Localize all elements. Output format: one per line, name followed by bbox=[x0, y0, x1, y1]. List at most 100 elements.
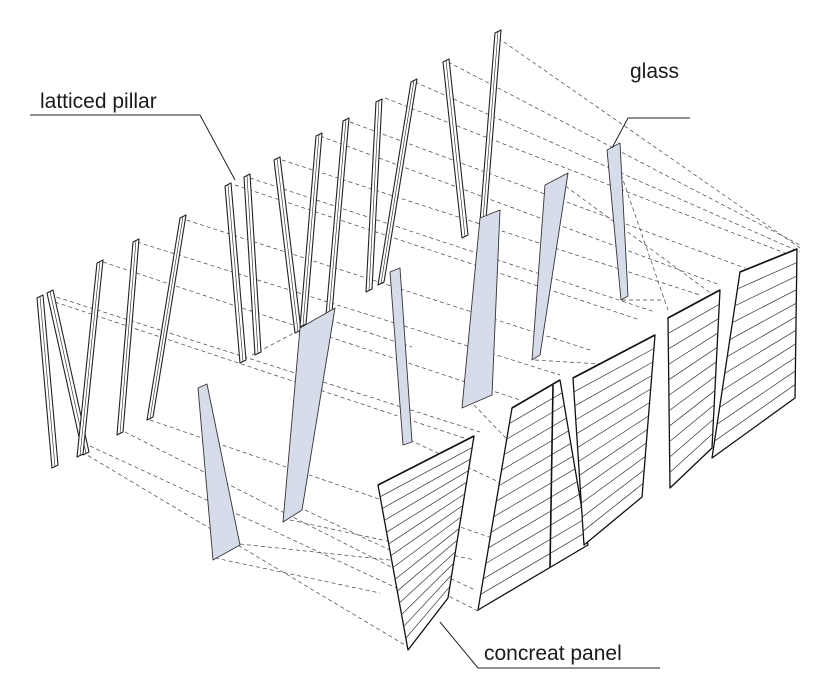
pillar-lattice-line bbox=[445, 60, 466, 237]
glass-fin bbox=[389, 267, 413, 446]
panel-hatch-line bbox=[388, 493, 465, 545]
projection-line bbox=[249, 177, 656, 313]
panel-hatch-line bbox=[490, 481, 578, 533]
label-glass: glass bbox=[630, 60, 679, 83]
panel-top-edge bbox=[667, 289, 721, 319]
pillar-lattice-line bbox=[368, 100, 380, 291]
panel-hatch-line bbox=[668, 332, 719, 365]
concrete-panel bbox=[477, 379, 589, 611]
projection-line bbox=[414, 81, 801, 253]
panel-hatch-line bbox=[668, 318, 719, 350]
panel-hatch-line bbox=[668, 375, 716, 412]
glass-fin bbox=[461, 209, 501, 409]
panel-hatch-line bbox=[506, 405, 565, 440]
panel-hatch-line bbox=[498, 443, 571, 486]
projection-line bbox=[49, 294, 481, 433]
projection-line bbox=[136, 241, 561, 376]
panel-hatch-line bbox=[574, 361, 654, 407]
panel-hatch-line bbox=[501, 430, 569, 471]
panel-hatch-line bbox=[390, 505, 464, 557]
pillar-lattice-line bbox=[149, 216, 184, 419]
panel-hatch-line bbox=[405, 586, 451, 639]
panel-hatch-line bbox=[382, 458, 471, 509]
label-concreat-panel: concreat panel bbox=[484, 642, 622, 665]
panel-hatch-line bbox=[575, 375, 652, 421]
panel-hatch-line bbox=[581, 469, 645, 518]
pillar-lattice-line bbox=[482, 31, 499, 221]
pillar-lattice-line bbox=[276, 158, 299, 332]
label-latticed-pillar: latticed pillar bbox=[40, 90, 157, 113]
projection-line bbox=[89, 445, 441, 609]
leader-glass bbox=[611, 117, 690, 149]
panel-top-edge bbox=[572, 334, 656, 379]
panel-hatch-line bbox=[719, 357, 796, 408]
panel-hatch-line bbox=[732, 289, 797, 324]
leader-latticed-pillar bbox=[30, 114, 236, 181]
panel-hatch-line bbox=[724, 329, 797, 374]
projection-line bbox=[234, 184, 641, 321]
panel-hatch-line bbox=[581, 456, 646, 504]
panel-hatch-line bbox=[573, 348, 655, 393]
glass-fin bbox=[606, 142, 629, 301]
panel-hatch-line bbox=[403, 574, 452, 627]
panel-hatch-line bbox=[392, 516, 462, 568]
panel-hatch-line bbox=[729, 302, 797, 340]
pillar-lattice-line bbox=[328, 119, 347, 314]
panel-hatch-line bbox=[668, 361, 717, 396]
projection-line bbox=[447, 61, 801, 246]
panel-hatch-line bbox=[577, 402, 650, 448]
panel-joint bbox=[549, 384, 554, 568]
pillar-lattice-line bbox=[79, 261, 101, 456]
panel-hatch-line bbox=[580, 442, 647, 490]
panel-hatch-line bbox=[485, 506, 582, 564]
projection-line bbox=[559, 181, 721, 301]
glass-fins bbox=[197, 142, 629, 561]
pillar-lattice-line bbox=[39, 296, 56, 467]
panel-hatch-line bbox=[582, 483, 644, 532]
leader-concreat-panel bbox=[439, 621, 660, 669]
projection-line bbox=[409, 439, 576, 519]
panel-hatch-line bbox=[668, 347, 718, 381]
panel-hatch-line bbox=[716, 370, 796, 425]
panel-hatch-line bbox=[394, 528, 460, 580]
projection-line bbox=[497, 37, 801, 249]
pillar-lattice-line bbox=[227, 184, 244, 362]
panel-hatch-line bbox=[399, 551, 456, 604]
latticed-pillars bbox=[36, 29, 502, 469]
panel-hatch-line bbox=[578, 415, 649, 462]
concrete-panel bbox=[711, 248, 798, 459]
panel-hatch-line bbox=[379, 447, 473, 498]
panel-top-edge bbox=[511, 379, 561, 409]
pillar-lattice-line bbox=[302, 134, 320, 326]
panel-hatch-line bbox=[503, 417, 567, 455]
panel-hatch-line bbox=[668, 304, 720, 334]
panel-hatch-line bbox=[737, 262, 797, 290]
panel-hatch-line bbox=[714, 384, 796, 442]
concrete-panels bbox=[377, 248, 798, 651]
label-leaders bbox=[30, 114, 690, 669]
panel-top-edge bbox=[377, 435, 475, 486]
panel-hatch-line bbox=[721, 343, 796, 391]
panel-hatch-line bbox=[669, 433, 713, 473]
panel-hatch-line bbox=[397, 539, 458, 592]
panel-hatch-line bbox=[401, 563, 454, 615]
projection-line bbox=[534, 359, 601, 365]
panel-hatch-line bbox=[496, 455, 574, 502]
projection-line bbox=[239, 543, 391, 561]
projection-line bbox=[214, 557, 381, 594]
panel-hatch-line bbox=[483, 519, 584, 580]
panel-hatch-line bbox=[669, 404, 715, 442]
glass-fin bbox=[197, 383, 241, 561]
panel-top-edge bbox=[739, 248, 798, 273]
panel-hatch-line bbox=[488, 493, 580, 549]
concrete-panel bbox=[572, 334, 656, 546]
glass-fin bbox=[282, 307, 336, 523]
panel-hatch-line bbox=[669, 390, 716, 427]
pillar-lattice-line bbox=[380, 80, 415, 284]
panel-hatch-line bbox=[493, 468, 576, 518]
projection-line bbox=[384, 97, 791, 256]
panel-hatch-line bbox=[384, 470, 469, 521]
panel-hatch-line bbox=[386, 481, 467, 533]
